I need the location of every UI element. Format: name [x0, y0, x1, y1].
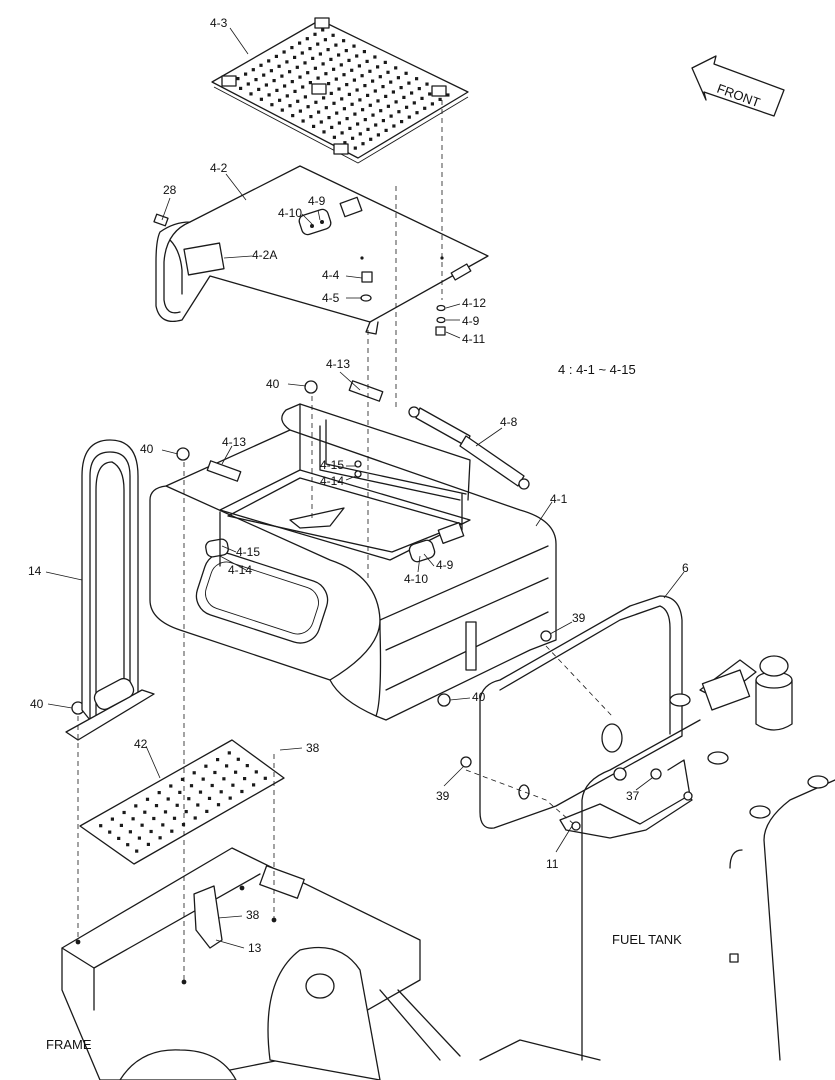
grab-handle [65, 439, 155, 741]
handle-right [348, 380, 384, 402]
perforated-top-plate [211, 17, 469, 164]
callout-38-top: 38 [306, 741, 320, 755]
callout-14: 14 [28, 564, 42, 578]
callout-28: 28 [163, 183, 177, 197]
callout-39-top: 39 [572, 611, 586, 625]
callout-4-13-top: 4-13 [326, 357, 350, 371]
callout-4-2A: 4-2A [252, 248, 277, 262]
callout-40-handle: 40 [30, 697, 44, 711]
fastener-group-cover [360, 271, 446, 336]
callout-4-4: 4-4 [322, 268, 340, 282]
callout-13: 13 [248, 941, 262, 955]
callout-4-2: 4-2 [210, 161, 228, 175]
callout-4-10-box: 4-10 [404, 572, 428, 586]
callout-4-12: 4-12 [462, 296, 486, 310]
callout-4-9-box: 4-9 [436, 558, 454, 572]
fuel-tank-label: FUEL TANK [612, 932, 682, 947]
perforated-step-plate [79, 739, 285, 865]
callout-4-9-right: 4-9 [462, 314, 480, 328]
leader-lines [45, 27, 685, 949]
callout-6: 6 [682, 561, 689, 575]
callout-4-15-left: 4-15 [236, 545, 260, 559]
frame [61, 847, 601, 1080]
side-panel [479, 595, 683, 829]
callout-4-9-top: 4-9 [308, 194, 326, 208]
callout-39-bottom: 39 [436, 789, 450, 803]
callout-38-bottom: 38 [246, 908, 260, 922]
seat-rails [219, 419, 467, 567]
callout-4-15-mid: 4-15 [320, 458, 344, 472]
handle-left [206, 460, 242, 482]
frame-label: FRAME [46, 1037, 92, 1052]
callout-37: 37 [626, 789, 640, 803]
callout-40-box: 40 [472, 690, 486, 704]
callout-4-10-top: 4-10 [278, 206, 302, 220]
seat-box [149, 403, 557, 721]
callout-40-left: 40 [140, 442, 154, 456]
callout-4-14-mid: 4-14 [320, 474, 344, 488]
callout-labels: 4-3 4-2 28 4-10 4-9 4-2A 4-4 4-5 4-12 4-… [28, 16, 689, 1052]
callout-40-top: 40 [266, 377, 280, 391]
bracket [460, 630, 693, 839]
callout-11: 11 [546, 857, 559, 871]
fuel-tank [581, 655, 835, 1061]
callout-4-1: 4-1 [550, 492, 568, 506]
alignment-lines [77, 100, 613, 980]
gas-strut [408, 406, 530, 490]
callout-4-3: 4-3 [210, 16, 228, 30]
callout-42: 42 [134, 737, 148, 751]
callout-4-11: 4-11 [462, 332, 485, 346]
callout-4-13-left: 4-13 [222, 435, 246, 449]
callout-4-8: 4-8 [500, 415, 518, 429]
callout-4-5: 4-5 [322, 291, 340, 305]
front-arrow: FRONT [691, 55, 785, 117]
range-note: 4 : 4-1 ~ 4-15 [558, 362, 636, 377]
cover-panel [153, 165, 489, 335]
callout-4-14-left: 4-14 [228, 563, 252, 577]
